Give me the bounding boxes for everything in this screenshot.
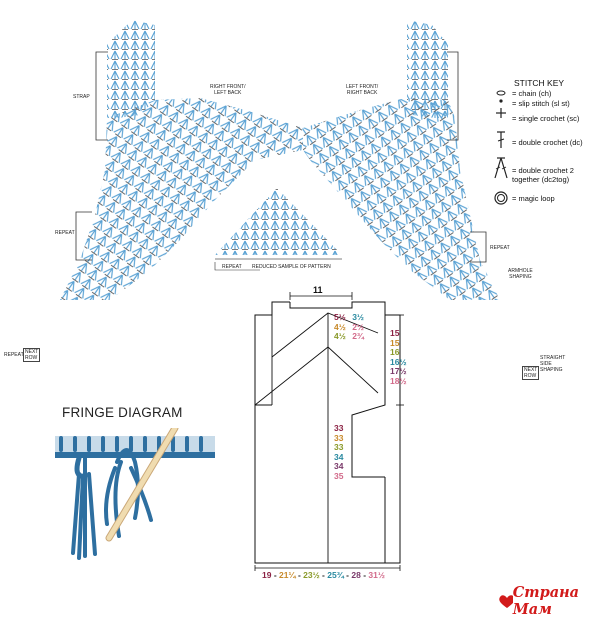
neck-depth-3: 4½ xyxy=(334,321,346,332)
armhole-size-2: 15 xyxy=(390,337,400,348)
chain-symbol xyxy=(496,90,506,96)
dc2tog-symbol xyxy=(494,157,508,179)
left-body-stitches xyxy=(60,98,303,300)
length-size-3: 33 xyxy=(334,442,344,453)
neck-depth-1: 5½ xyxy=(334,312,346,322)
repeat-label-left: REPEAT xyxy=(55,230,75,236)
neck-depth-2: 3½ xyxy=(352,312,365,322)
strap-label: STRAP xyxy=(73,94,90,100)
stitch-key-title: STITCH KEY xyxy=(514,78,565,88)
stitch-key-sc: = single crochet (sc) xyxy=(512,114,580,123)
stitch-key-slip: = slip stitch (sl st) xyxy=(512,99,570,108)
armhole-size-5: 17½ xyxy=(390,366,407,377)
bottom-width-4: 25¾ xyxy=(327,570,344,580)
magic-loop-symbol xyxy=(494,191,508,205)
crochet-stitch-chart xyxy=(60,20,500,300)
right-strap-stitches xyxy=(407,20,448,118)
repeat-label-sample: REPEAT xyxy=(222,264,242,270)
fringe-illustration xyxy=(55,428,215,560)
stitch-key-symbols xyxy=(494,90,508,205)
neck-depth-labels: 5½ 3½ 4½ 2½ 4½ 2¾ xyxy=(334,312,388,342)
schematic-top-width: 11 xyxy=(313,285,323,295)
fringe-diagram-title: FRINGE DIAGRAM xyxy=(62,405,183,420)
watermark-text: Страна Мам xyxy=(512,584,580,618)
armhole-size-4: 16½ xyxy=(390,356,407,367)
length-size-2: 33 xyxy=(334,432,344,443)
stitch-key-chain: = chain (ch) xyxy=(512,89,552,98)
double-crochet-symbol xyxy=(497,131,505,148)
strap-bracket-right xyxy=(447,51,459,141)
next-row-label-left: NEXT ROW xyxy=(23,348,41,362)
stitch-key-dc2tog: = double crochet 2 together (dc2tog) xyxy=(512,166,574,184)
left-strap-stitches xyxy=(107,20,155,118)
repeat-bracket-right xyxy=(470,231,487,263)
fringe-tassel-left xyxy=(71,455,97,560)
neck-depth-5: 4½ xyxy=(334,331,346,342)
armhole-shaping-label: ARMHOLE SHAPING xyxy=(508,268,533,280)
length-size-4: 34 xyxy=(334,451,344,462)
stitch-key: STITCH KEY xyxy=(490,78,602,88)
reduced-sample-label: REDUCED SAMPLE OF PATTERN xyxy=(252,264,331,270)
slip-stitch-symbol xyxy=(499,99,503,103)
single-crochet-symbol xyxy=(496,108,506,118)
right-front-label: RIGHT FRONT/ LEFT BACK xyxy=(210,84,246,96)
bottom-width-6: 31½ xyxy=(368,570,385,580)
fringe-tassel-right xyxy=(104,448,153,538)
garment-schematic xyxy=(254,292,404,571)
bottom-width-3: 23½ xyxy=(303,570,320,580)
watermark-logo-icon xyxy=(499,595,513,608)
stitch-key-magic-loop: = magic loop xyxy=(512,194,555,203)
repeat-label-bottom: REPEAT xyxy=(4,352,24,358)
next-row-label-right: NEXT ROW xyxy=(522,366,540,380)
repeat-label-right: REPEAT xyxy=(490,245,510,251)
armhole-size-1: 15 xyxy=(390,328,400,338)
bottom-width-2: 21¼ xyxy=(279,570,296,580)
bottom-width-labels: 19 - 21¼ - 23½ - 25¾ - 28 - 31½ xyxy=(262,570,385,580)
straight-side-label: STRAIGHT SIDE SHAPING xyxy=(540,355,566,373)
length-size-5: 34 xyxy=(334,461,344,472)
strap-bracket xyxy=(95,51,108,141)
fringe-fabric xyxy=(55,436,215,458)
length-size-1: 33 xyxy=(334,423,344,433)
armhole-size-6: 18½ xyxy=(390,375,407,386)
right-body-stitches xyxy=(303,98,500,300)
neck-depth-4: 2½ xyxy=(352,321,365,332)
crochet-hook-icon xyxy=(105,428,179,542)
watermark: Страна Мам xyxy=(498,584,603,618)
bottom-width-1: 19 xyxy=(262,570,272,580)
armhole-labels: 15 15 16 16½ 17½ 18½ xyxy=(390,328,407,387)
neck-depth-6: 2¾ xyxy=(352,331,365,342)
length-size-6: 35 xyxy=(334,470,344,481)
length-labels: 33 33 33 34 34 35 xyxy=(334,423,344,482)
repeat-bracket xyxy=(75,211,92,261)
left-front-label: LEFT FRONT/ RIGHT BACK xyxy=(346,84,379,96)
stitch-key-dc: = double crochet (dc) xyxy=(512,138,583,147)
armhole-size-3: 16 xyxy=(390,347,400,358)
reduced-sample-stitches xyxy=(215,188,342,255)
bottom-width-5: 28 xyxy=(351,570,361,580)
